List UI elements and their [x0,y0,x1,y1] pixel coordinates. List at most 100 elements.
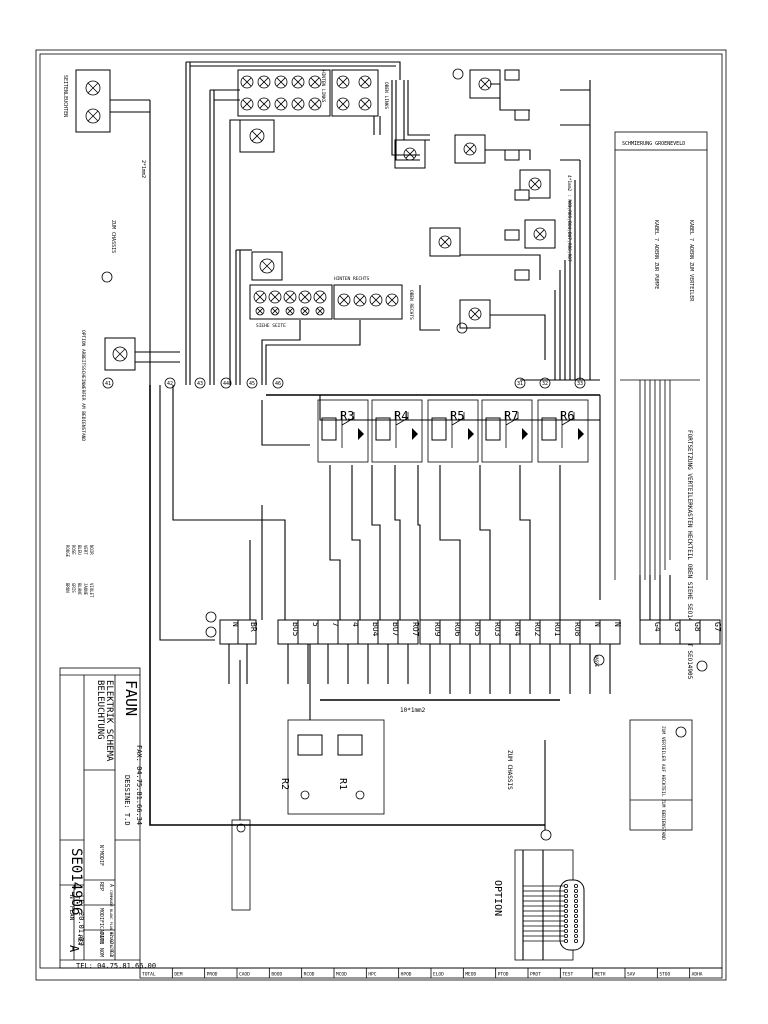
connector-pin [574,894,579,899]
connector-pin [574,939,579,944]
lamp-block-top-1: HINTEN LINKS [237,69,331,117]
terminal-bubble [205,626,217,638]
relay-diode [522,428,528,440]
connector-pin [574,904,579,909]
tel-text: TEL: 04.75.81.66.00 [76,962,156,970]
relay-label: R5 [450,409,464,423]
legend-entry: GRIS [71,583,76,593]
connector-pin [564,899,569,904]
relay-diode [358,428,364,440]
connector-pin [564,929,569,934]
lamp-icon [257,97,271,111]
connector-pin [574,924,579,929]
relay-box [481,399,533,463]
outer-frame [35,49,727,981]
wire-bubble [272,377,284,389]
wire-bubble-number: 32 [542,381,548,387]
connector-pin [564,939,569,944]
relay-coil [541,417,557,441]
rev-row-nom: T.D [109,950,114,958]
terminal-label: G4 [653,622,662,632]
hinten-links-label: HINTEN LINKS [320,70,326,103]
relay-coil [375,417,391,441]
drawn-date: LE: 20.01.03 [77,895,85,946]
lamp-icon [468,307,482,321]
option-connector: OPTION [492,829,585,961]
option-worklamp-label: OPTION ARBEITSSCHEINWERFER AM BEDIENSTAN… [80,330,86,441]
plug-connector [504,69,520,81]
terminal-label: RO7 [411,622,420,637]
lamp-icon [358,75,372,89]
lamp-icon [369,293,383,307]
relay-label: R6 [560,409,574,423]
strip-cell: MEOD [465,972,476,978]
zum-verteiler-label: ZUM VERTEILER AUF HECKTEIL ZUM BEDIENSTA… [660,726,666,840]
strip-cell: PROD [207,972,218,978]
option-worklamp: OPTION ARBEITSSCHEINWERFER AM BEDIENSTAN… [80,330,180,441]
strip-cell: STOO [659,972,670,978]
terminal-label: RO8 [573,622,582,637]
relay-box [537,399,589,463]
relay-contact [395,412,409,448]
lower-relay-box: R2 R1 [279,719,385,815]
wire-bubble [539,377,551,389]
legend-entry: BRUN [65,583,70,593]
col-modification: MODIFICATION [98,908,104,944]
zum-chassis-center-label: ZUM CHASSIS [506,750,513,790]
hinten-rechts-label: HINTEN RECHTS [334,276,370,282]
terminal-label: 7 [331,622,340,627]
connector-pin [574,919,579,924]
lamp-icon [315,306,325,316]
strip-cell: CAOD [239,972,250,978]
lamp-icon [274,97,288,111]
lamp-icon [257,75,271,89]
terminal-bubble [593,654,605,666]
lamp-icon [268,290,282,304]
relay-box [427,399,479,463]
terminal-label: BU4 [371,622,380,637]
strip-cell: HPC [368,972,376,978]
option-label: OPTION [492,880,503,916]
legend-entry: ROSE [71,545,76,555]
connector-pin [564,894,569,899]
wire-bubble [514,377,526,389]
wire-bubble-number: 44 [223,381,229,387]
lamp-icon [253,290,267,304]
title-block: FAX: 04.75.81.66.34 TEL: 04.75.81.66.00 … [59,667,156,970]
strip-cell: PROT [530,972,541,978]
lamp-icon [300,306,310,316]
kabel-verteiler-label: KABEL 7 ADERN ZUM VERTEILER [688,220,694,302]
terminal-bubble [696,660,708,672]
strip-cell: PTOD [498,972,509,978]
connector-pin [564,934,569,939]
strip-cell: BOOD [271,972,282,978]
col-date: DATE [98,932,104,944]
lamp-icon [255,306,265,316]
lubrication-box: SCHMIERUNG GROENEVELD KABEL 7 ADERN ZUM … [614,131,708,680]
inner-frame [39,53,723,969]
legend-entry: BLANC [77,583,82,596]
terminal-label: RO6 [453,622,462,637]
terminal-label: N [231,622,240,627]
relay-r1: R1 [337,778,348,790]
terminal-label: G7 [713,622,722,632]
terminal [699,619,721,645]
lamp-icon [528,177,542,191]
wire-bubble-number: 42 [167,381,173,387]
col-rep: REP [98,882,104,891]
wire-spec-label: 4*1mm2 : RO3,RO5,BU4,BU7,RO6,RO7 [566,175,572,262]
plug-connector [504,229,520,241]
connector-pin [574,909,579,914]
lamp-icon [308,75,322,89]
wire-bubble [164,377,176,389]
siehe-seite-label: SIEHE SEITE [256,323,286,329]
relay-contact [341,412,355,448]
connector-pin [564,904,569,909]
terminal-bubble [205,611,217,623]
relay-label: R4 [394,409,408,423]
lamp-icon [533,227,547,241]
doc-title-line1: ELEKTRIK SCHEMA [104,680,114,762]
